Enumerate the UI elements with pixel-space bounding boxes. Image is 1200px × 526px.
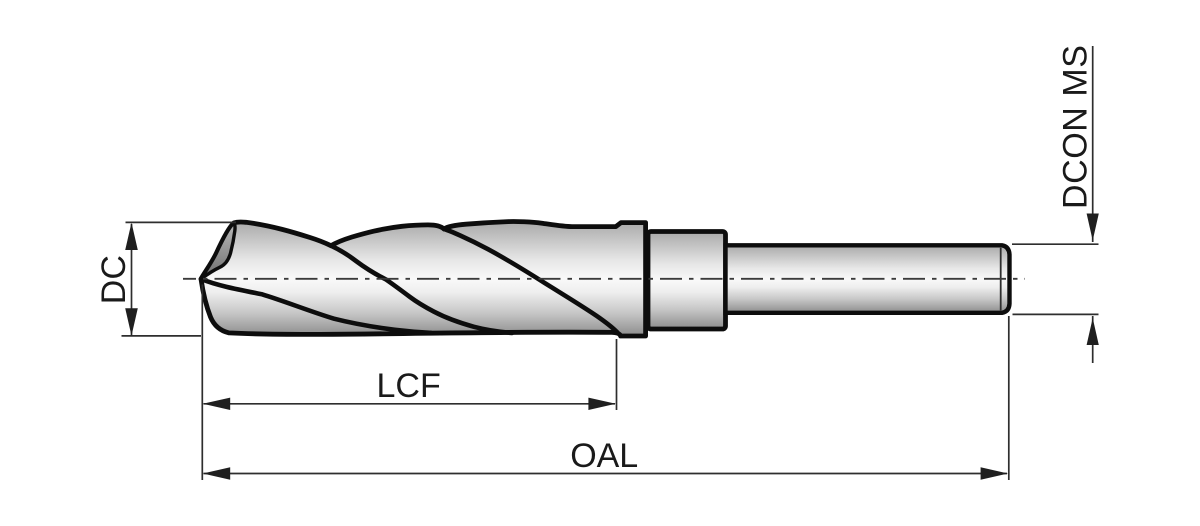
svg-text:OAL: OAL xyxy=(570,437,638,475)
svg-text:DCON MS: DCON MS xyxy=(1057,45,1095,209)
svg-text:DC: DC xyxy=(95,255,133,304)
svg-text:LCF: LCF xyxy=(377,367,441,405)
